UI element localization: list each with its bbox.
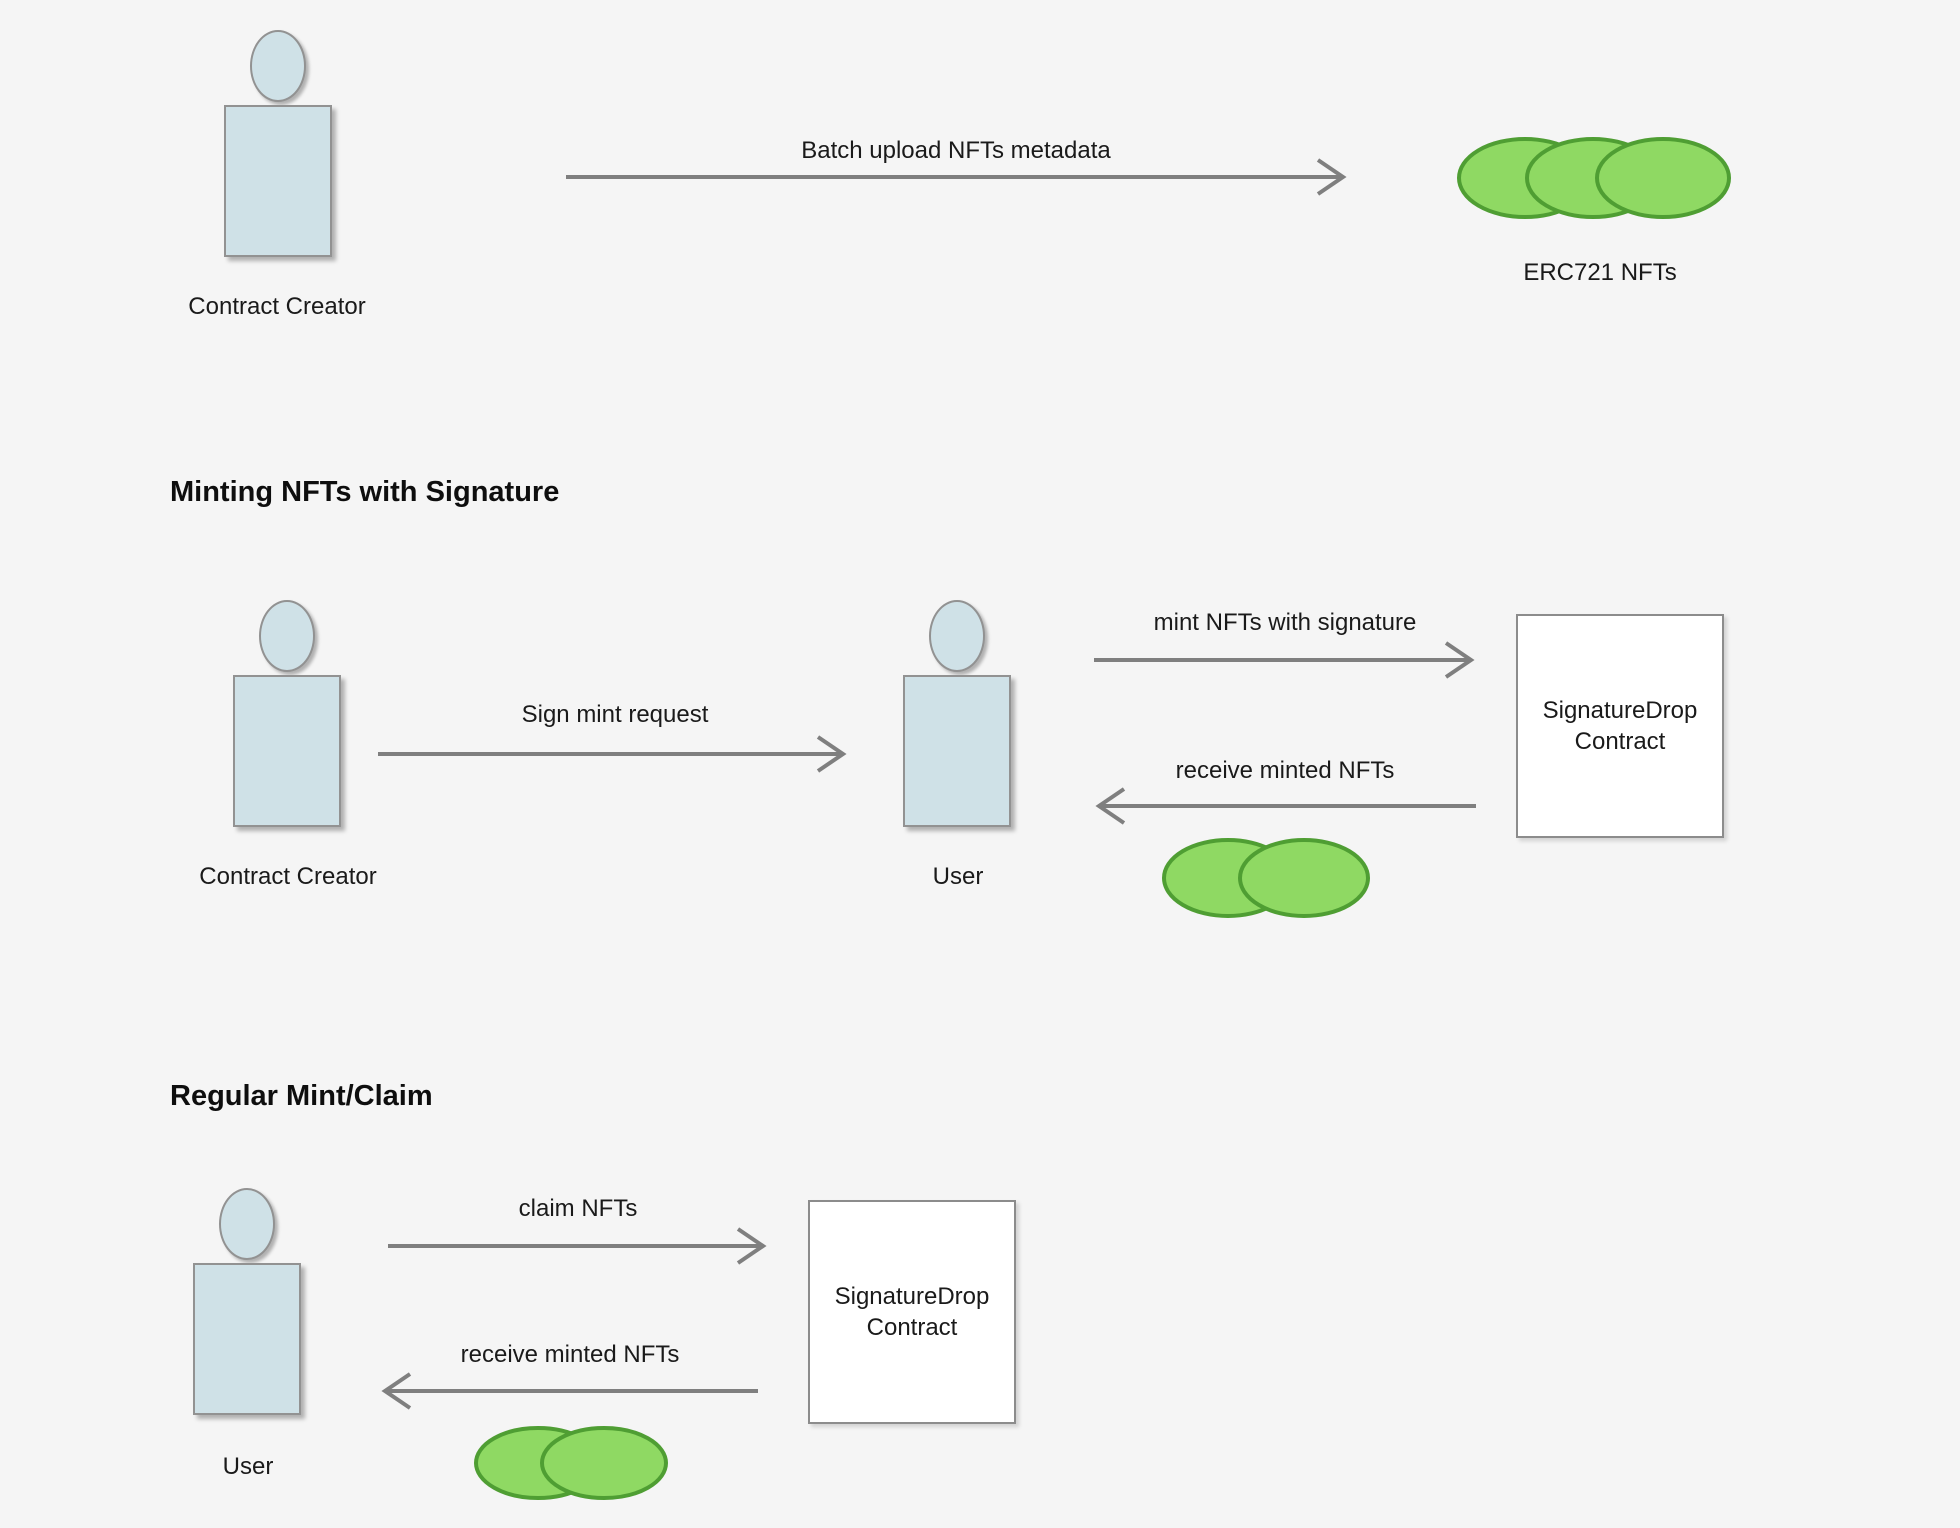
signaturedrop-contract-box: SignatureDrop Contract bbox=[808, 1200, 1016, 1424]
claim-nfts-arrow-label: claim NFTs bbox=[518, 1195, 638, 1222]
contract-creator-label: Contract Creator bbox=[199, 863, 377, 890]
user-figure bbox=[903, 600, 1011, 827]
minted-nfts-icon bbox=[1162, 838, 1370, 918]
erc721-nfts-label: ERC721 NFTs bbox=[1523, 259, 1677, 286]
section-heading-minting-with-signature: Minting NFTs with Signature bbox=[170, 476, 560, 508]
contract-box-label-line1: SignatureDrop bbox=[1542, 696, 1698, 724]
contract-creator-figure bbox=[233, 600, 341, 827]
contract-box-label-line1: SignatureDrop bbox=[834, 1282, 990, 1310]
user-label: User bbox=[222, 1453, 274, 1480]
person-body-icon bbox=[193, 1263, 301, 1415]
mint-with-signature-arrow-label: mint NFTs with signature bbox=[1153, 609, 1417, 636]
arrow-head-icon bbox=[1316, 158, 1347, 196]
contract-box-label-line2: Contract bbox=[1574, 728, 1666, 755]
minted-nfts-icon bbox=[474, 1426, 668, 1500]
section-heading-regular-mint-claim: Regular Mint/Claim bbox=[170, 1080, 433, 1112]
nft-ellipse bbox=[1238, 838, 1370, 918]
arrow-head-icon bbox=[1095, 787, 1126, 825]
contract-box-label-line2: Contract bbox=[866, 1314, 958, 1341]
claim-nfts-arrow bbox=[388, 1227, 767, 1265]
person-head-icon bbox=[250, 30, 306, 102]
batch-upload-arrow bbox=[566, 158, 1347, 196]
receive-minted-nfts-arrow bbox=[1095, 787, 1476, 825]
sign-mint-request-arrow-label: Sign mint request bbox=[521, 701, 709, 728]
contract-creator-label: Contract Creator bbox=[188, 293, 366, 320]
person-body-icon bbox=[224, 105, 332, 257]
user-label: User bbox=[932, 863, 984, 890]
arrow-head-icon bbox=[381, 1372, 412, 1410]
arrow-head-icon bbox=[1444, 641, 1475, 679]
person-head-icon bbox=[219, 1188, 275, 1260]
receive-minted-nfts-arrow-label: receive minted NFTs bbox=[460, 1341, 680, 1368]
nft-ellipse bbox=[540, 1426, 668, 1500]
mint-with-signature-arrow bbox=[1094, 641, 1475, 679]
user-figure bbox=[193, 1188, 301, 1415]
person-head-icon bbox=[259, 600, 315, 672]
signaturedrop-contract-box: SignatureDrop Contract bbox=[1516, 614, 1724, 838]
arrow-head-icon bbox=[816, 735, 847, 773]
contract-creator-figure bbox=[224, 30, 332, 257]
person-head-icon bbox=[929, 600, 985, 672]
erc721-nfts-icon bbox=[1457, 137, 1731, 219]
arrow-head-icon bbox=[736, 1227, 767, 1265]
sign-mint-request-arrow bbox=[378, 735, 847, 773]
batch-upload-arrow-label: Batch upload NFTs metadata bbox=[801, 137, 1111, 164]
receive-minted-nfts-arrow bbox=[381, 1372, 758, 1410]
person-body-icon bbox=[233, 675, 341, 827]
nft-ellipse bbox=[1595, 137, 1731, 219]
receive-minted-nfts-arrow-label: receive minted NFTs bbox=[1175, 757, 1395, 784]
person-body-icon bbox=[903, 675, 1011, 827]
